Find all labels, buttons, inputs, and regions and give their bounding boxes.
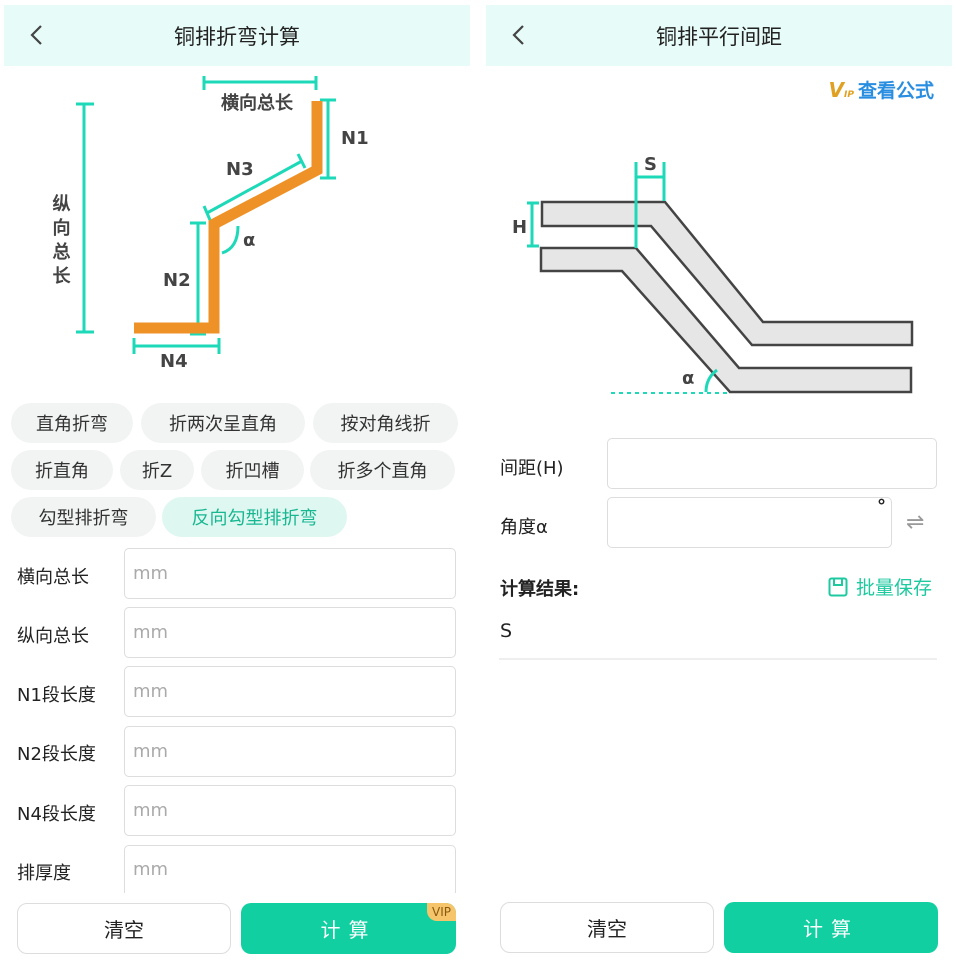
label-n2: N2 bbox=[163, 270, 191, 291]
field-label-n4: N4段长度 bbox=[17, 804, 96, 825]
n4-length-input[interactable]: mm bbox=[124, 785, 456, 836]
back-icon[interactable] bbox=[26, 23, 50, 47]
field-label-n1: N1段长度 bbox=[17, 685, 96, 706]
result-label: 计算结果: bbox=[500, 579, 580, 600]
chip-reverse-hook-busbar-bend[interactable]: 反向勾型排折弯 bbox=[162, 497, 347, 537]
vertical-total-input[interactable]: mm bbox=[124, 607, 456, 658]
label-alpha: α bbox=[243, 230, 255, 251]
clear-button[interactable]: 清空 bbox=[17, 903, 231, 954]
chip-bend-z[interactable]: 折Z bbox=[120, 450, 194, 490]
chip-label: 按对角线折 bbox=[340, 414, 431, 435]
page-title: 铜排平行间距 bbox=[656, 24, 782, 49]
chip-right-angle-bend[interactable]: 直角折弯 bbox=[11, 403, 133, 443]
field-label-spacing: 间距(H) bbox=[500, 458, 564, 479]
chip-double-bend-right-angle[interactable]: 折两次呈直角 bbox=[141, 403, 305, 443]
chip-label: 折Z bbox=[141, 461, 173, 482]
back-icon[interactable] bbox=[508, 23, 532, 47]
horizontal-total-input[interactable]: mm bbox=[124, 548, 456, 599]
field-label-vertical-total: 纵向总长 bbox=[17, 626, 89, 647]
placeholder: mm bbox=[133, 859, 169, 880]
header: 铜排折弯计算 bbox=[4, 5, 470, 66]
vip-badge: VIP bbox=[427, 903, 456, 921]
chip-bend-groove[interactable]: 折凹槽 bbox=[201, 450, 304, 490]
chip-label: 折多个直角 bbox=[337, 461, 428, 482]
header: 铜排平行间距 bbox=[486, 5, 952, 66]
thickness-input[interactable]: mm bbox=[124, 845, 456, 893]
label-n1: N1 bbox=[341, 128, 369, 149]
n2-length-input[interactable]: mm bbox=[124, 726, 456, 777]
view-formula-link[interactable]: VIP 查看公式 bbox=[829, 76, 934, 103]
chip-label: 折凹槽 bbox=[225, 461, 280, 482]
chip-label: 直角折弯 bbox=[36, 414, 108, 435]
clear-button[interactable]: 清空 bbox=[500, 902, 714, 953]
chip-label: 折两次呈直角 bbox=[169, 414, 277, 435]
calculate-label: 计算 bbox=[320, 918, 377, 942]
placeholder: mm bbox=[133, 681, 169, 702]
save-icon bbox=[828, 577, 848, 596]
placeholder: mm bbox=[133, 800, 169, 821]
chip-label: 勾型排折弯 bbox=[38, 508, 129, 529]
label-horizontal-total: 横向总长 bbox=[221, 92, 294, 114]
label-n4: N4 bbox=[160, 351, 188, 372]
placeholder: mm bbox=[133, 741, 169, 762]
field-label-angle: 角度α bbox=[500, 517, 548, 538]
chip-bend-right-angle[interactable]: 折直角 bbox=[11, 450, 113, 490]
view-formula-label: 查看公式 bbox=[857, 80, 934, 102]
label-alpha: α bbox=[682, 368, 694, 389]
spacing-h-input[interactable] bbox=[607, 438, 937, 489]
page-title: 铜排折弯计算 bbox=[174, 24, 300, 49]
placeholder: mm bbox=[133, 622, 169, 643]
chip-diagonal-bend[interactable]: 按对角线折 bbox=[313, 403, 458, 443]
vip-icon: VIP bbox=[828, 77, 854, 102]
divider bbox=[499, 658, 937, 660]
batch-save-button[interactable]: 批量保存 bbox=[828, 573, 932, 600]
field-label-horizontal-total: 横向总长 bbox=[17, 567, 89, 588]
placeholder: mm bbox=[133, 563, 169, 584]
degree-unit: ° bbox=[877, 496, 886, 517]
calculate-button[interactable]: 计算 VIP bbox=[241, 903, 456, 954]
field-label-thickness: 排厚度 bbox=[17, 863, 71, 884]
result-s: S bbox=[500, 620, 513, 642]
label-h: H bbox=[512, 217, 527, 238]
n1-length-input[interactable]: mm bbox=[124, 666, 456, 717]
chip-label: 反向勾型排折弯 bbox=[191, 508, 318, 529]
bending-diagram: 横向总长 N1 N3 α N2 N4 纵向总长 bbox=[50, 76, 369, 372]
batch-save-label: 批量保存 bbox=[855, 577, 932, 599]
field-label-n2: N2段长度 bbox=[17, 744, 96, 765]
calculate-button[interactable]: 计算 bbox=[724, 902, 938, 953]
swap-icon[interactable]: ⇌ bbox=[906, 510, 925, 535]
label-s: S bbox=[644, 154, 657, 175]
chip-label: 折直角 bbox=[35, 461, 89, 482]
busbar-parallel-spacing-panel: 铜排平行间距 VIP 查看公式 S H α 间距(H) 角度α ° ⇌ 计算结果… bbox=[486, 0, 952, 966]
label-n3: N3 bbox=[226, 159, 254, 180]
busbar-bending-panel: 铜排折弯计算 横向总长 N1 N3 α N2 N4 纵向总长 直角折弯 折两次呈… bbox=[4, 0, 470, 966]
chip-hook-busbar-bend[interactable]: 勾型排折弯 bbox=[11, 497, 156, 537]
label-vertical-total: 纵向总长 bbox=[50, 194, 71, 290]
parallel-spacing-diagram: S H α bbox=[512, 154, 914, 394]
chip-multiple-right-angles[interactable]: 折多个直角 bbox=[310, 450, 455, 490]
angle-alpha-input[interactable]: ° bbox=[607, 496, 892, 548]
